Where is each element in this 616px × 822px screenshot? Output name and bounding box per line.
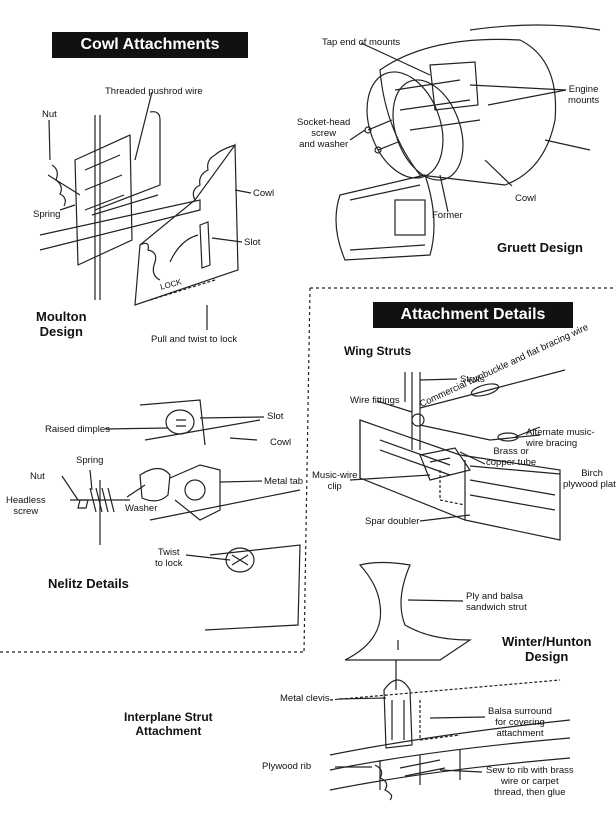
label-nelitz-spring: Spring <box>76 455 104 466</box>
label-moulton-spring: Spring <box>33 209 61 220</box>
winter-hunton-design-label: Winter/Hunton Design <box>502 634 592 664</box>
wing-strut-illustration <box>359 369 566 541</box>
label-alternate-music-wire: Alternate music- wire bracing <box>526 427 595 449</box>
label-moulton-slot: Slot <box>244 237 261 248</box>
label-brass-copper-tube: Brass or copper tube <box>486 446 537 468</box>
nelitz-details-label: Nelitz Details <box>48 576 129 591</box>
nelitz-illustration <box>70 399 301 631</box>
label-balsa-surround: Balsa surround for covering attachment <box>488 706 552 739</box>
label-former: Former <box>432 210 463 221</box>
interplane-strut-heading: Interplane Strut Attachment <box>124 710 213 738</box>
label-spar-doubler: Spar doubler <box>365 516 420 527</box>
label-nelitz-cowl: Cowl <box>270 437 292 448</box>
label-wire-fittings: Wire fittings <box>350 395 400 406</box>
label-twist-to-lock: Twist to lock <box>155 547 183 569</box>
label-birch-plywood-plate: Birch plywood plate <box>563 468 616 490</box>
label-ply-balsa-strut: Ply and balsa sandwich strut <box>466 591 527 613</box>
gruett-design-label: Gruett Design <box>497 240 583 255</box>
label-plywood-rib: Plywood rib <box>262 761 312 772</box>
label-music-wire-clip: Music-wire clip <box>312 470 358 492</box>
label-moulton-nut: Nut <box>42 109 57 120</box>
label-nelitz-nut: Nut <box>30 471 45 482</box>
leader-lines <box>48 42 567 773</box>
gruett-illustration <box>335 24 601 261</box>
label-washer: Washer <box>125 503 158 514</box>
label-metal-tab: Metal tab <box>264 476 304 487</box>
moulton-design-label: Moulton Design <box>36 309 87 339</box>
winter-hunton-illustration <box>329 561 571 801</box>
label-headless-screw: Headless screw <box>6 495 46 517</box>
label-struts: Struts <box>460 374 485 385</box>
wing-struts-heading: Wing Struts <box>344 344 412 358</box>
label-gruett-cowl: Cowl <box>515 193 537 204</box>
label-engine-mounts: Engine mounts <box>568 84 600 106</box>
label-tap-end-of-mounts: Tap end of mounts <box>322 37 401 48</box>
label-metal-clevis: Metal clevis <box>280 693 330 704</box>
title-attachment-details: Attachment Details <box>373 302 573 328</box>
label-moulton-cowl: Cowl <box>253 188 275 199</box>
dashed-section-border <box>0 287 616 653</box>
label-nelitz-slot: Slot <box>267 411 284 422</box>
label-raised-dimples: Raised dimples <box>45 424 110 435</box>
label-socket-head-screw: Socket-head screw and washer <box>297 117 351 150</box>
label-pull-and-twist: Pull and twist to lock <box>151 334 238 345</box>
label-threaded-pushrod-wire: Threaded pushrod wire <box>105 86 203 97</box>
title-cowl-attachments: Cowl Attachments <box>52 32 248 58</box>
moulton-illustration <box>39 111 239 306</box>
label-sew-to-rib: Sew to rib with brass wire or carpet thr… <box>486 765 574 798</box>
